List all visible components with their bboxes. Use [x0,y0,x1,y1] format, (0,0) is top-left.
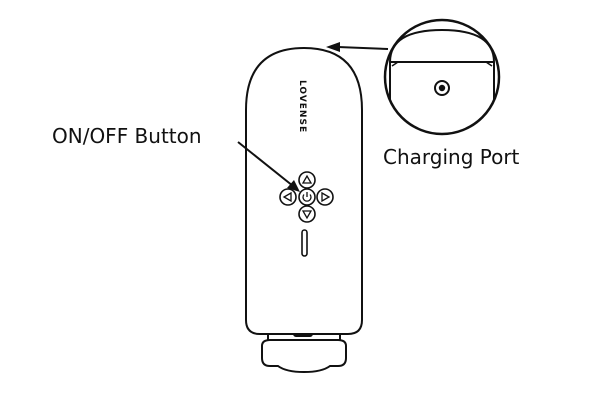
on-off-button-label: ON/OFF Button [52,124,202,148]
triangle-right-icon [321,191,331,203]
indicator-slot [301,229,308,257]
triangle-up-icon [301,174,313,184]
power-icon [302,192,312,202]
charging-port-icon [434,80,450,96]
left-button[interactable] [279,188,297,206]
charging-port-zoom [383,18,501,136]
right-button[interactable] [316,188,334,206]
on-off-pointer-arrow [237,141,300,192]
up-button[interactable] [298,171,316,189]
svg-text:LOVENSE: LOVENSE [297,80,307,133]
charging-port-pointer-arrow [326,42,389,52]
triangle-left-icon [282,191,292,203]
brand-logo: LOVENSE [297,80,307,133]
charging-port-label: Charging Port [383,145,520,169]
triangle-down-icon [301,210,313,220]
on-off-button[interactable] [298,188,316,206]
down-button[interactable] [298,205,316,223]
control-pad [279,171,334,223]
